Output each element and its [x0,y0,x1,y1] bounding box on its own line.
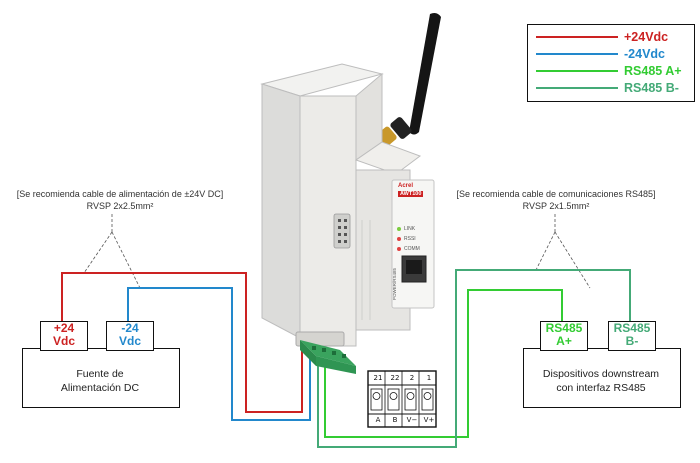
wire-legend: +24Vdc -24Vdc RS485 A+ RS485 B- [527,24,695,102]
legend-item-rs485-b: RS485 B- [528,80,694,96]
power-cable-note-line1: [Se recomienda cable de alimentación de … [16,189,224,199]
power-cable-callout [83,214,141,289]
led-comm-icon [397,247,401,251]
power-supply-label-line1: Fuente de [76,368,124,380]
led-rssi-icon [397,237,401,241]
terminal-minus-line1: -24 [121,321,139,335]
terminal-block-detail [367,370,437,428]
downstream-devices-label: Dispositivos downstream con interfaz RS4… [523,367,679,395]
terminal-label-vminus: V− [406,416,418,424]
terminal-rs485-b-line1: RS485 [613,321,651,335]
legend-line-minus [536,53,618,55]
device-brand: Acrel [398,183,414,189]
terminal-label-a: A [375,416,381,424]
terminal-rs485-b: RS485 B- [608,321,656,351]
power-supply-label-line2: Alimentación DC [60,382,140,394]
led-link-label: LINK [404,226,416,232]
led-rssi-label: RSSI [404,236,416,242]
downstream-label-line2: con interfaz RS485 [556,382,646,394]
green-terminal-plug [300,340,356,374]
wire-rs485-b [317,269,631,448]
power-cable-note: [Se recomienda cable de alimentación de … [4,188,236,212]
comm-cable-note-line2: RVSP 2x1.5mm² [522,201,590,211]
legend-label-minus: -24Vdc [624,47,665,61]
terminal-label-vplus: V+ [423,416,435,424]
legend-label-rs485-b: RS485 B- [624,81,679,95]
terminal-rs485-b-line2: B- [625,334,639,348]
terminal-rs485-a-line2: A+ [556,334,572,348]
comm-cable-callout [535,214,591,289]
terminal-rs485-a: RS485 A+ [540,321,588,351]
led-comm-label: COMM [404,246,420,252]
terminal-label-b: B [392,416,398,424]
terminal-num-1: 21 [373,374,383,382]
terminal-minus-24vdc: -24 Vdc [106,321,154,351]
terminal-rs485-a-line1: RS485 [545,321,583,335]
wire-rs485-a [324,289,563,438]
legend-line-rs485-a [536,70,618,72]
terminal-plus-line1: +24 [53,321,75,335]
terminal-num-2: 22 [390,374,400,382]
gateway-device [260,63,435,347]
legend-label-plus: +24Vdc [624,30,669,44]
legend-line-plus [536,36,618,38]
device-model: AWT100 [398,191,424,197]
led-link-icon [397,227,401,231]
legend-item-rs485-a: RS485 A+ [528,63,694,79]
power-supply-label: Fuente de Alimentación DC [22,367,178,395]
wire-minus-24vdc [127,287,311,421]
downstream-label-line1: Dispositivos downstream [542,368,660,380]
comm-cable-note: [Se recomienda cable de comunicaciones R… [436,188,676,212]
downstream-devices-box [523,348,681,408]
legend-line-rs485-b [536,87,618,89]
terminal-num-4: 1 [426,374,432,382]
device-side-text: POWER/RS485 [392,267,397,300]
terminal-plus-line2: Vdc [52,334,75,348]
comm-cable-note-line1: [Se recomienda cable de comunicaciones R… [456,189,656,199]
antenna [373,13,441,150]
wire-plus-24vdc [61,272,303,413]
terminal-num-3: 2 [409,374,415,382]
terminal-minus-line2: Vdc [118,334,141,348]
legend-label-rs485-a: RS485 A+ [624,64,682,78]
legend-item-plus: +24Vdc [528,29,694,45]
power-supply-box [22,348,180,408]
power-cable-note-line2: RVSP 2x2.5mm² [86,201,154,211]
legend-item-minus: -24Vdc [528,46,694,62]
terminal-plus-24vdc: +24 Vdc [40,321,88,351]
